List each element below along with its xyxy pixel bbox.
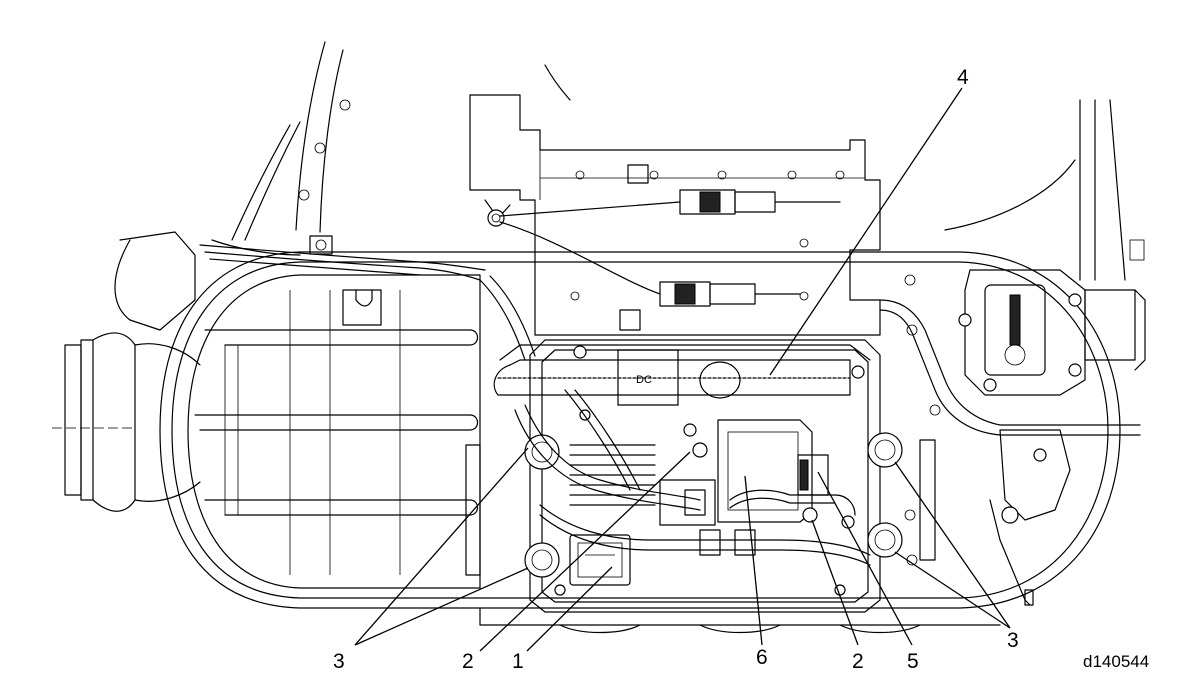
- decomposition-tube: DC: [493, 344, 871, 406]
- upper-mounting-bracket: [469, 94, 881, 336]
- callout-labels: 4 3 2 1 6 2 5 3 d140544: [333, 66, 1149, 673]
- wiring-harness: [199, 235, 536, 361]
- callout-6: 6: [756, 646, 768, 669]
- chassis-frame: [211, 41, 571, 256]
- callout-4: 4: [957, 66, 969, 89]
- doser-manifold-plate: [529, 339, 881, 613]
- callout-3-left: 3: [333, 650, 345, 673]
- exhaust-inlet-pipe: [52, 231, 201, 512]
- callout-leaders: [354, 87, 1011, 652]
- right-lower-bracket: [465, 274, 1071, 606]
- figure-id: d140544: [1083, 652, 1149, 671]
- right-sensor-assembly: [879, 99, 1146, 436]
- housing-label: DC: [636, 374, 652, 386]
- aftertreatment-canister: [159, 251, 1121, 634]
- mounting-bolts: [524, 432, 903, 578]
- callout-5: 5: [907, 650, 919, 673]
- callout-1: 1: [512, 650, 524, 673]
- callout-3-right: 3: [1007, 629, 1019, 652]
- doser-controller: [659, 419, 829, 526]
- dosing-hoses: [514, 389, 871, 566]
- sensor-module: [569, 534, 631, 586]
- callout-2-left: 2: [462, 650, 474, 673]
- callout-2-right: 2: [852, 650, 864, 673]
